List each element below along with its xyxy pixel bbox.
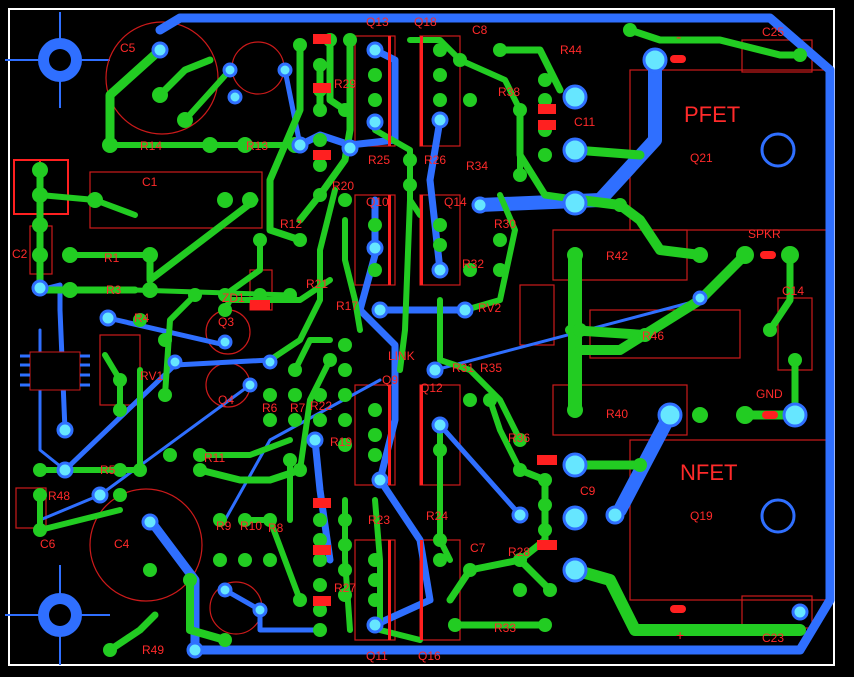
label-R4: R4 bbox=[134, 311, 150, 325]
label-R12: R12 bbox=[280, 217, 302, 231]
label-R8: R8 bbox=[268, 521, 284, 535]
label-R49: R49 bbox=[142, 643, 164, 657]
label-LINK: LINK bbox=[388, 349, 415, 363]
label-C6: C6 bbox=[40, 537, 56, 551]
label-R42: R42 bbox=[606, 249, 628, 263]
label-R25: R25 bbox=[368, 153, 390, 167]
op-amp-ic bbox=[20, 351, 90, 391]
label-C8: C8 bbox=[472, 23, 488, 37]
label-Q21: Q21 bbox=[690, 151, 713, 165]
label-R7: R7 bbox=[290, 401, 306, 415]
label-R3: R3 bbox=[106, 283, 122, 297]
label-R31: R31 bbox=[452, 361, 474, 375]
label-Q13: Q13 bbox=[366, 15, 389, 29]
label-C4: C4 bbox=[114, 537, 130, 551]
label-R19: R19 bbox=[330, 435, 352, 449]
via-pads bbox=[31, 41, 809, 659]
label-Q11: Q11 bbox=[366, 649, 388, 663]
label-C11: C11 bbox=[574, 115, 595, 129]
label-R35: R35 bbox=[480, 361, 502, 375]
label-C7: C7 bbox=[470, 541, 486, 555]
label-R26: R26 bbox=[424, 153, 446, 167]
label-R14: R14 bbox=[140, 139, 162, 153]
label-Q4: Q4 bbox=[218, 393, 234, 407]
label-C1: C1 bbox=[142, 175, 158, 189]
mounting-hole-top-left bbox=[5, 12, 110, 108]
label-R44: R44 bbox=[560, 43, 582, 57]
label-R38: R38 bbox=[498, 85, 520, 99]
label-Q16: Q16 bbox=[418, 649, 441, 663]
component-labels: C5 C1 C2 C4 C6 C7 C8 C9 C11 C14 C23 C25 … bbox=[12, 15, 804, 663]
label-R5: R5 bbox=[100, 463, 116, 477]
label-R11: R11 bbox=[204, 451, 225, 465]
through-hole-pads bbox=[32, 23, 807, 657]
smd-pads bbox=[250, 34, 778, 640]
label-Q10: Q10 bbox=[366, 195, 389, 209]
label-C5: C5 bbox=[120, 41, 136, 55]
label-R48: R48 bbox=[48, 489, 70, 503]
label-GND: GND bbox=[756, 387, 783, 401]
label-R30: R30 bbox=[494, 217, 516, 231]
label-R34: R34 bbox=[466, 159, 488, 173]
label-R1: R1 bbox=[104, 251, 120, 265]
label-R32: R32 bbox=[462, 257, 484, 271]
label-C2: C2 bbox=[12, 247, 28, 261]
label-R6: R6 bbox=[262, 401, 278, 415]
label-R27: R27 bbox=[334, 581, 356, 595]
label-SPKR: SPKR bbox=[748, 227, 781, 241]
label-C9: C9 bbox=[580, 484, 596, 498]
label-C25: C25 bbox=[762, 25, 784, 39]
label-ZD1: ZD1 bbox=[222, 291, 245, 305]
label-NFET: NFET bbox=[680, 460, 737, 485]
label-R23: R23 bbox=[368, 513, 390, 527]
label-C23: C23 bbox=[762, 631, 784, 645]
label-Q14: Q14 bbox=[444, 195, 467, 209]
label-RV2: RV2 bbox=[478, 301, 501, 315]
mounting-hole-bottom-left bbox=[5, 565, 110, 665]
label-R9: R9 bbox=[216, 519, 232, 533]
label-R20: R20 bbox=[332, 179, 354, 193]
label-R10: R10 bbox=[240, 519, 262, 533]
label-R36: R36 bbox=[508, 431, 530, 445]
label-plus: + bbox=[676, 627, 684, 643]
label-R46: R46 bbox=[642, 329, 664, 343]
label-R29: R29 bbox=[334, 77, 356, 91]
label-R17: R17 bbox=[336, 299, 358, 313]
label-Q3: Q3 bbox=[218, 315, 234, 329]
label-R33: R33 bbox=[494, 621, 516, 635]
label-R40: R40 bbox=[606, 407, 628, 421]
label-R22: R22 bbox=[310, 399, 332, 413]
label-PFET: PFET bbox=[684, 102, 740, 127]
label-C14: C14 bbox=[782, 284, 804, 298]
label-Q12: Q12 bbox=[420, 381, 443, 395]
label-minus: - bbox=[676, 29, 681, 46]
label-R13: R13 bbox=[246, 139, 268, 153]
label-RV1: RV1 bbox=[140, 369, 163, 383]
label-R28: R28 bbox=[508, 545, 530, 559]
label-Q9: Q9 bbox=[382, 373, 398, 387]
label-Q19: Q19 bbox=[690, 509, 713, 523]
label-Q18: Q18 bbox=[414, 15, 437, 29]
label-R24: R24 bbox=[426, 509, 448, 523]
label-R21: R21 bbox=[306, 277, 328, 291]
